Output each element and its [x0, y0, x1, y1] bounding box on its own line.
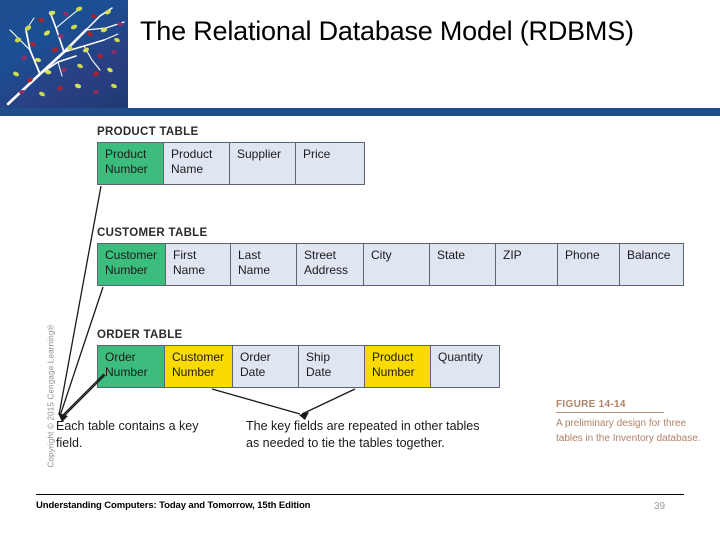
- customer-table-cell-zip: ZIP: [496, 244, 558, 285]
- footer-divider: [36, 494, 684, 495]
- order-table-cell-customer-number: Customer Number: [165, 346, 233, 387]
- customer-table-caption: CUSTOMER TABLE: [97, 227, 208, 239]
- figure-reference-description: A preliminary design for three tables in…: [556, 418, 701, 444]
- order-table-cell-quantity: Quantity: [431, 346, 499, 387]
- customer-table-cell-street-address: Street Address: [297, 244, 364, 285]
- figure-container: Copyright © 2015 Cengage Learning® PRODU…: [0, 116, 720, 488]
- copyright-notice: Copyright © 2015 Cengage Learning®: [46, 324, 56, 468]
- customer-table-cell-phone: Phone: [558, 244, 620, 285]
- product-table-cell-price: Price: [296, 143, 364, 184]
- annotation-key-field: Each table contains a key field.: [56, 419, 199, 450]
- customer-table-cell-last-name: Last Name: [231, 244, 297, 285]
- product-table-cell-product-name: Product Name: [164, 143, 230, 184]
- footer-source: Understanding Computers: Today and Tomor…: [36, 500, 311, 511]
- customer-table-cell-state: State: [430, 244, 496, 285]
- annotation-repeated-keys: The key fields are repeated in other tab…: [246, 419, 480, 450]
- page-number: 39: [654, 501, 666, 512]
- customer-table-cell-customer-number: Customer Number: [98, 244, 166, 285]
- product-table-cell-supplier: Supplier: [230, 143, 296, 184]
- figure-reference: FIGURE 14-14 A preliminary design for th…: [556, 394, 706, 446]
- slide-header: The Relational Database Model (RDBMS): [0, 0, 720, 108]
- order-table-cell-order-date: Order Date: [233, 346, 299, 387]
- customer-table-cell-first-name: First Name: [166, 244, 231, 285]
- product-table-cell-product-number: Product Number: [98, 143, 164, 184]
- decorative-tree-graphic: [0, 0, 128, 108]
- header-divider: [0, 108, 720, 116]
- customer-table-cell-city: City: [364, 244, 430, 285]
- product-table-caption: PRODUCT TABLE: [97, 126, 199, 138]
- figure-reference-label: FIGURE 14-14: [556, 399, 664, 413]
- order-table-cell-order-number: Order Number: [98, 346, 165, 387]
- customer-table-cell-balance: Balance: [620, 244, 683, 285]
- order-table-caption: ORDER TABLE: [97, 329, 183, 341]
- product-table: Product Number Product Name Supplier Pri…: [97, 142, 365, 185]
- customer-table: Customer Number First Name Last Name Str…: [97, 243, 684, 286]
- order-table-cell-ship-date: Ship Date: [299, 346, 365, 387]
- order-table: Order Number Customer Number Order Date …: [97, 345, 500, 388]
- order-table-cell-product-number: Product Number: [365, 346, 431, 387]
- page-title: The Relational Database Model (RDBMS): [140, 16, 634, 46]
